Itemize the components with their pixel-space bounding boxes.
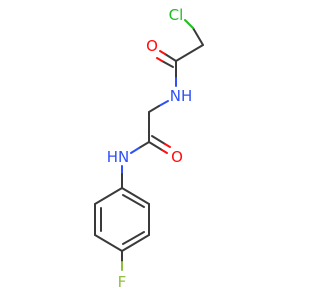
bond-carbonyl1-o-b <box>161 60 174 68</box>
bond-nh-ch2-colored <box>158 100 169 107</box>
atom-label-oxygen-2: O <box>171 148 183 166</box>
molecule-structure-diagram: Cl O NH O HN F <box>94 6 204 291</box>
ring-bond-1 <box>121 187 150 205</box>
atom-label-fluorine: F <box>118 273 127 291</box>
bond-carbonyl2-o-a <box>148 141 163 151</box>
bond-ch2-carbonyl1 <box>175 44 204 62</box>
bond-carbonyl2-hn-colored <box>130 147 140 154</box>
bond-carbonyl1-o-b-colored <box>156 57 163 62</box>
ring-bond-6 <box>94 187 123 205</box>
ring-bond-3 <box>121 234 150 252</box>
bond-carbonyl1-o-a <box>164 53 177 62</box>
bond-cl-ch2 <box>192 27 204 46</box>
ring-bond-4 <box>94 234 123 252</box>
bond-carbonyl2-o-b-colored <box>164 143 171 148</box>
atom-label-chlorine: Cl <box>169 6 184 24</box>
bond-carbonyl2-hn <box>138 141 150 149</box>
bond-cl-ch2-colored <box>184 19 194 29</box>
bond-carbonyl2-o-a-colored <box>161 149 168 154</box>
bond-carbonyl2-o-b <box>151 135 166 145</box>
bond-carbonyl1-o-a-colored <box>159 50 166 55</box>
bond-nh-ch2 <box>148 105 160 113</box>
ring-inner-bond-1 <box>122 194 145 208</box>
atom-label-nh: NH <box>170 87 193 105</box>
atom-label-oxygen-1: O <box>146 37 158 55</box>
ring-inner-bond-2 <box>122 231 145 245</box>
atom-label-hn: HN <box>107 148 130 166</box>
